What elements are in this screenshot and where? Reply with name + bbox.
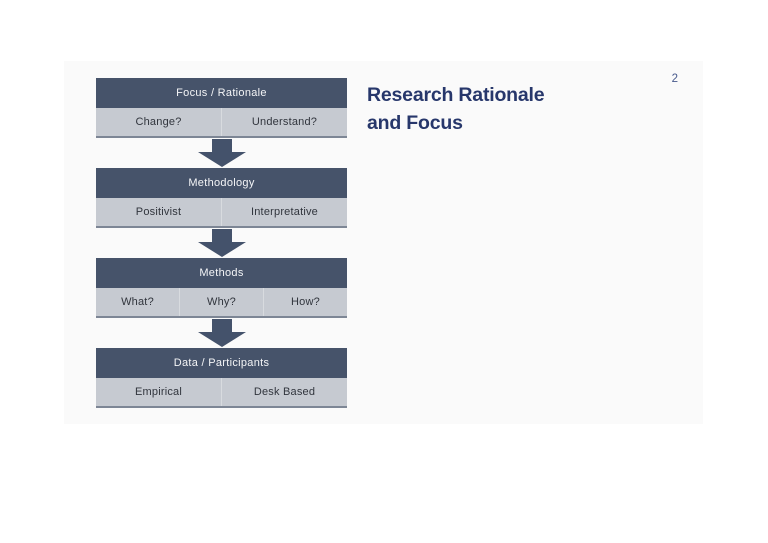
slide-title-line-1: Research Rationale [367,84,545,106]
down-arrow-icon [197,319,246,347]
block-title: Methodology [96,168,347,198]
flow-connector [96,318,347,348]
block-title: Methods [96,258,347,288]
cell-desk-based: Desk Based [221,378,347,406]
slide-page-number: 2 [671,73,678,85]
cell-how: How? [263,288,347,316]
slide-title: Research Rationale and Focus [367,81,697,137]
down-arrow-icon [197,139,246,167]
cell-understand: Understand? [221,108,347,136]
down-arrow-icon [197,229,246,257]
block-title: Data / Participants [96,348,347,378]
cell-what: What? [121,296,154,308]
block-title: Focus / Rationale [96,78,347,108]
block-methodology: Methodology Positivist Interpretative [96,168,347,228]
block-data-participants: Data / Participants Empirical Desk Based [96,348,347,408]
cell-why: Why? [179,288,263,316]
cell-change: Change? [135,116,182,128]
block-cells-row: Change? Understand? [96,108,347,138]
block-cells-row: Positivist Interpretative [96,198,347,228]
flow-connector [96,228,347,258]
block-focus-rationale: Focus / Rationale Change? Understand? [96,78,347,138]
flow-connector [96,138,347,168]
cell-interpretative: Interpretative [221,198,347,226]
block-methods: Methods What? Why? How? [96,258,347,318]
cell-positivist: Positivist [135,206,182,218]
slide-title-line-2: and Focus [367,112,463,134]
flow-diagram: Focus / Rationale Change? Understand? Me… [96,78,347,408]
cell-empirical: Empirical [134,386,183,398]
block-cells-row: Empirical Desk Based [96,378,347,408]
presentation-slide: 2 Research Rationale and Focus Focus / R… [64,61,703,424]
block-cells-row: What? Why? How? [96,288,347,318]
